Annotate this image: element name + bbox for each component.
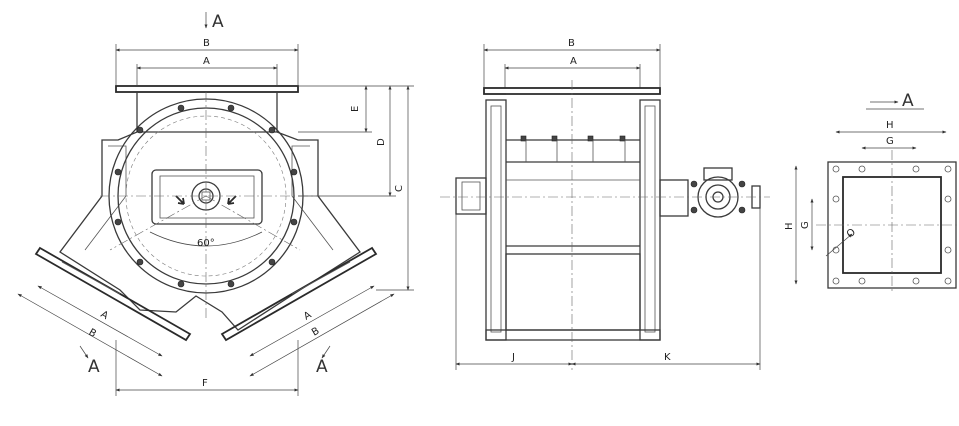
dimension-g-top: G: [861, 136, 917, 150]
dimension-k: K: [571, 208, 761, 370]
dimension-b-top: B: [115, 38, 299, 86]
svg-text:A: A: [570, 56, 577, 67]
dimension-a-left: A: [37, 285, 163, 357]
svg-text:A: A: [302, 310, 314, 323]
inlet-flange: [115, 85, 299, 93]
section-arrow-top: A: [204, 12, 224, 32]
dimension-h-top: H: [835, 120, 947, 134]
svg-text:A: A: [99, 309, 111, 322]
dimension-f: F: [115, 340, 299, 396]
outlet-right: [220, 246, 378, 342]
svg-text:G: G: [800, 221, 811, 229]
dimension-h-side: H: [784, 165, 798, 285]
svg-text:K: K: [664, 352, 671, 363]
svg-text:B: B: [568, 38, 575, 49]
dimension-d: D: [298, 85, 396, 197]
svg-text:D: D: [376, 138, 387, 146]
outlet-left: [34, 246, 192, 342]
svg-text:J: J: [511, 352, 515, 363]
section-mark-label: A: [212, 12, 224, 32]
svg-text:A: A: [203, 56, 210, 67]
svg-text:E: E: [350, 106, 361, 112]
dimension-b-side: B: [483, 38, 661, 88]
section-arrow-right: A: [316, 345, 331, 377]
dimension-c: C: [372, 85, 414, 291]
svg-text:F: F: [202, 378, 208, 389]
dimension-hole: O: [825, 227, 858, 257]
svg-text:B: B: [203, 38, 210, 49]
svg-text:H: H: [784, 222, 795, 230]
svg-text:H: H: [886, 120, 894, 131]
side-body: [485, 93, 661, 341]
dimension-b-right: B: [249, 293, 395, 377]
flange-bolts: [114, 104, 298, 288]
valve-housing: [59, 131, 361, 331]
drive-plate: [151, 169, 263, 225]
svg-text:A: A: [316, 357, 328, 377]
flange-section-arrow: A: [866, 91, 924, 111]
bearing-housing: [659, 167, 761, 218]
svg-text:B: B: [87, 327, 99, 340]
section-arrow-left: A: [79, 345, 100, 377]
svg-text:C: C: [394, 185, 405, 192]
dimension-b-left: B: [17, 293, 163, 377]
dimension-a-right: A: [249, 285, 375, 357]
front-view: A B A: [17, 12, 414, 396]
dimension-g-side: G: [800, 198, 814, 251]
dimension-j: J: [455, 214, 573, 370]
side-shaft-left: [455, 177, 487, 215]
flange-view: A H G H: [784, 91, 959, 294]
svg-text:G: G: [886, 136, 894, 147]
svg-text:B: B: [310, 326, 322, 339]
dimension-a-top: A: [136, 56, 278, 86]
dimension-e: E: [298, 85, 372, 133]
flange-holes: [832, 165, 952, 285]
side-view: B A: [440, 38, 770, 370]
angle-label: 60°: [197, 238, 215, 249]
svg-text:A: A: [88, 357, 100, 377]
svg-text:A: A: [902, 91, 914, 111]
dimension-a-side: A: [504, 56, 641, 88]
